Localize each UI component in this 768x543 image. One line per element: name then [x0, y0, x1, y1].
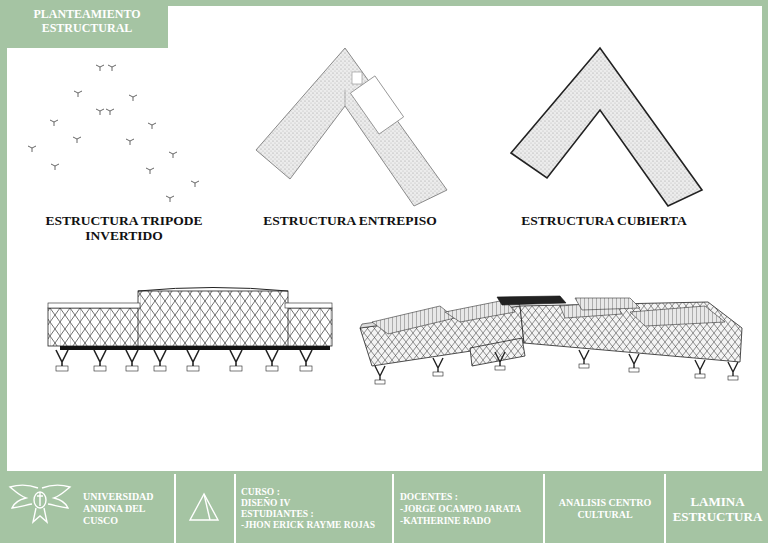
- structure-label: ESTRUCTURA TRIPODE INVERTIDO: [34, 213, 214, 243]
- column-footing: [126, 366, 138, 371]
- tripod-mark: [51, 164, 59, 170]
- tripod-column: [266, 350, 278, 366]
- footer-text: ESTUDIANTES :: [241, 509, 388, 520]
- column-footing: [579, 364, 589, 368]
- sheet-ground: [7, 6, 762, 471]
- footer-text: CURSO :: [241, 487, 388, 498]
- tripod-column: [579, 350, 589, 364]
- column-footing: [728, 376, 738, 380]
- a-logo: [190, 494, 218, 520]
- tripod-column: [56, 350, 68, 366]
- footer-cell: LAMINA ESTRUCTURA: [667, 476, 768, 541]
- tripod-column: [433, 358, 443, 372]
- footer-cell: DOCENTES :-JORGE OCAMPO JARATA-KATHERINE…: [397, 476, 542, 541]
- tripod-mark: [166, 196, 174, 202]
- tripod-mark: [106, 109, 114, 115]
- eagle-logo: [10, 485, 70, 522]
- floor-plan: [256, 48, 447, 206]
- tripod-mark: [50, 120, 58, 126]
- column-footing: [300, 366, 312, 371]
- tripod-column: [230, 350, 242, 366]
- footer-cell: CURSO :DISEÑO IVESTUDIANTES :-JHON ERICK…: [238, 476, 391, 541]
- perspective-view: [360, 296, 742, 384]
- footer-text: -JHON ERICK RAYME ROJAS: [241, 520, 388, 531]
- title-tab: [7, 6, 168, 48]
- footer-text: DOCENTES :: [400, 491, 539, 503]
- elevation-view: [48, 288, 332, 372]
- roof-plan: [511, 48, 702, 206]
- tripod-column: [695, 360, 705, 374]
- footer-text: DISEÑO IV: [241, 498, 388, 509]
- tripod-mark: [191, 181, 199, 187]
- footer-dividers: [175, 474, 665, 543]
- tripod-mark: [129, 95, 137, 101]
- tripod-column: [94, 350, 106, 366]
- tripod-mark: [96, 109, 104, 115]
- column-footing: [375, 380, 385, 384]
- tripod-mark: [169, 152, 177, 158]
- tripod-column: [154, 350, 166, 366]
- footer-cell: UNIVERSIDAD ANDINA DEL CUSCO: [80, 476, 173, 541]
- tripod-column: [495, 352, 505, 366]
- tripod-mark: [126, 139, 134, 145]
- footer-text: -JORGE OCAMPO JARATA: [400, 503, 539, 515]
- column-footing: [94, 366, 106, 371]
- tripod-mark: [73, 137, 81, 143]
- column-footing: [695, 374, 705, 378]
- footer-text: ANALISIS CENTRO CULTURAL: [550, 497, 660, 521]
- tripod-mark: [148, 123, 156, 129]
- tripod-column: [126, 350, 138, 366]
- column-footing: [433, 372, 443, 376]
- sheet-title: PLANTEAMIENTO ESTRUCTURAL: [8, 7, 166, 35]
- column-footing: [56, 366, 68, 371]
- column-footing: [230, 366, 242, 371]
- tripod-column: [300, 350, 312, 366]
- title-text: PLANTEAMIENTO ESTRUCTURAL: [33, 7, 140, 35]
- tripod-mark: [96, 65, 104, 71]
- column-footing: [495, 366, 505, 370]
- tripod-mark: [108, 65, 116, 71]
- column-footing: [629, 368, 639, 372]
- tripod-column: [375, 366, 385, 380]
- footer-text: LAMINA ESTRUCTURA: [670, 494, 765, 524]
- tripod-mark: [146, 168, 154, 174]
- column-footing: [187, 366, 199, 371]
- tripod-column: [187, 350, 199, 366]
- structure-label: ESTRUCTURA ENTREPISO: [252, 213, 448, 228]
- tripod-mark: [74, 91, 82, 97]
- tripod-mark: [28, 146, 36, 152]
- column-footing: [154, 366, 166, 371]
- tripod-column: [728, 362, 738, 376]
- footer-band: [0, 474, 768, 543]
- footer-cell: ANALISIS CENTRO CULTURAL: [547, 476, 663, 541]
- tripod-column: [629, 354, 639, 368]
- column-footing: [266, 366, 278, 371]
- footer-text: -KATHERINE RADO: [400, 515, 539, 527]
- footer-text: UNIVERSIDAD ANDINA DEL CUSCO: [83, 491, 170, 527]
- tripod-plan: [28, 65, 199, 202]
- structure-label: ESTRUCTURA CUBIERTA: [506, 213, 702, 228]
